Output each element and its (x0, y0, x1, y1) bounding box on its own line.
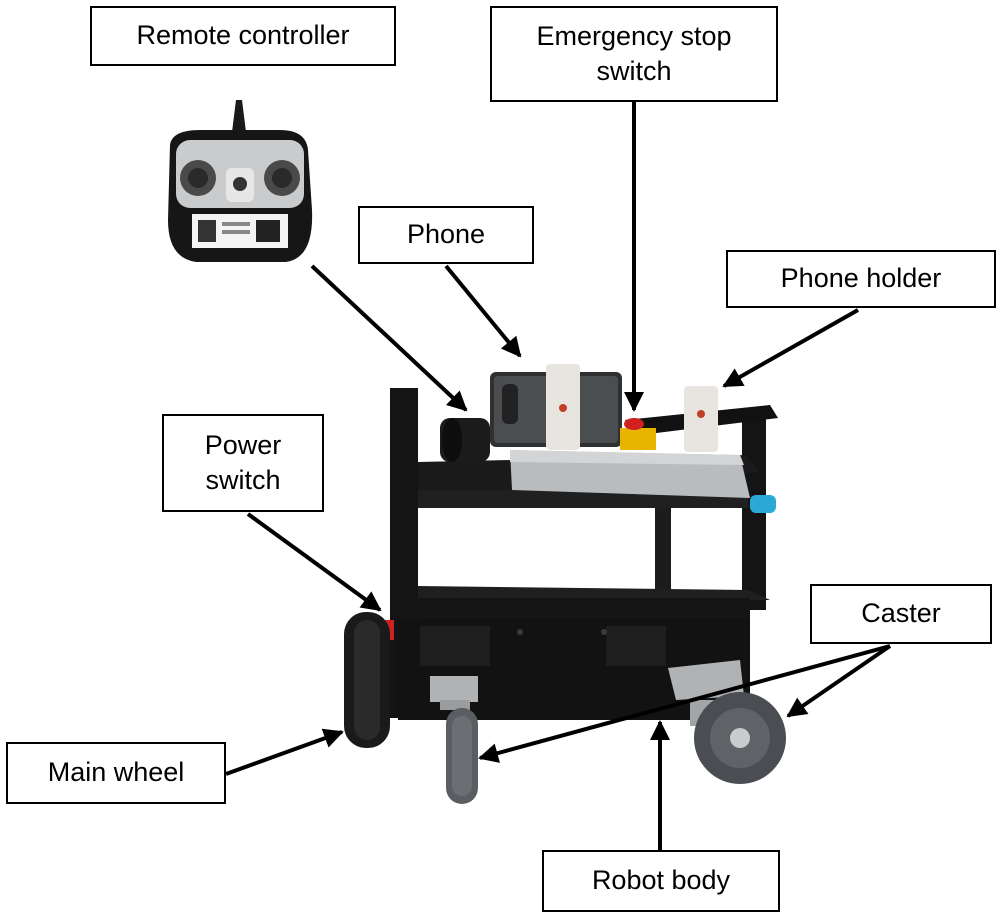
arrows (225, 100, 892, 850)
robot-image (344, 364, 786, 804)
arrow-phone (444, 264, 522, 358)
label-remote-controller: Remote controller (90, 6, 396, 66)
remote-controller-image (168, 100, 313, 262)
arrow-power-switch (246, 512, 382, 612)
label-emergency-stop-switch: Emergency stop switch (490, 6, 778, 102)
label-caster: Caster (810, 584, 992, 644)
arrow-caster-rear (786, 644, 892, 718)
label-robot-body: Robot body (542, 850, 780, 912)
arrow-remote (310, 264, 468, 412)
arrow-main-wheel (225, 728, 344, 776)
label-phone: Phone (358, 206, 534, 264)
label-main-wheel: Main wheel (6, 742, 226, 804)
arrow-caster-front (478, 644, 891, 763)
label-power-switch: Power switch (162, 414, 324, 512)
arrow-phone-holder (722, 308, 859, 388)
label-phone-holder: Phone holder (726, 250, 996, 308)
